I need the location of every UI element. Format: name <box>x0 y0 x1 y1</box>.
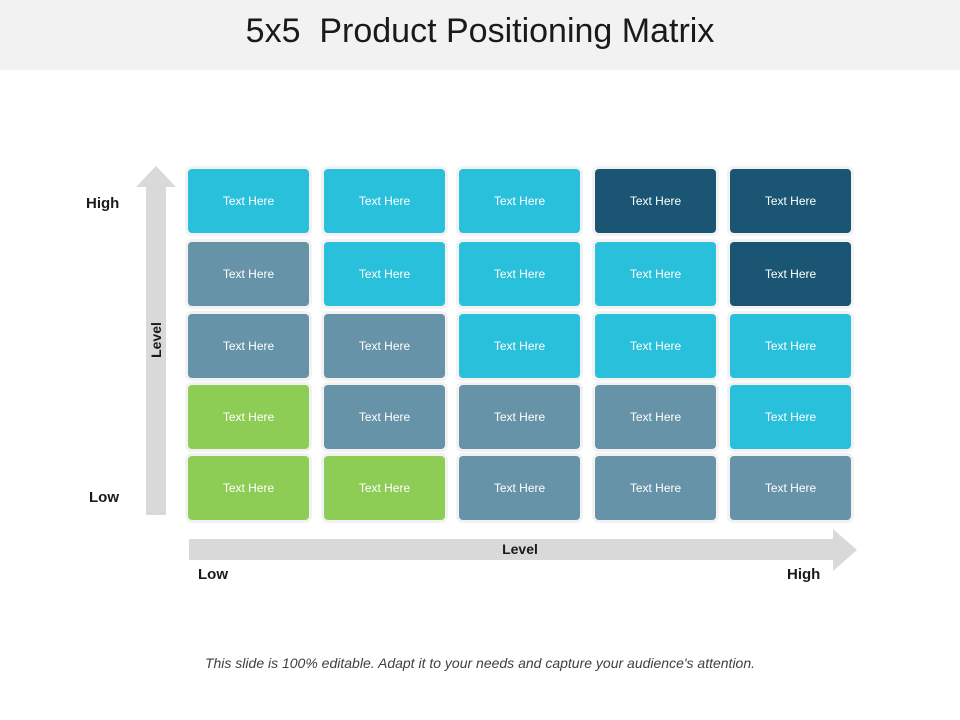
matrix-cell-r3-c5: Text Here <box>730 314 851 378</box>
y-axis-arrow-head <box>136 166 176 187</box>
y-axis-arrow <box>146 185 166 515</box>
matrix-cell-r5-c5: Text Here <box>730 456 851 520</box>
matrix-cell-r4-c1: Text Here <box>188 385 309 449</box>
slide-title: 5x5 Product Positioning Matrix <box>245 12 715 50</box>
y-axis-label: Level <box>148 322 164 358</box>
matrix-cell-r5-c4: Text Here <box>595 456 716 520</box>
matrix-cell-r2-c1: Text Here <box>188 242 309 306</box>
x-axis-high-label: High <box>787 566 821 583</box>
matrix-cell-r1-c5: Text Here <box>730 169 851 233</box>
x-axis-arrow <box>189 539 835 560</box>
matrix-cell-r5-c1: Text Here <box>188 456 309 520</box>
matrix-cell-r3-c4: Text Here <box>595 314 716 378</box>
matrix-cell-r1-c4: Text Here <box>595 169 716 233</box>
matrix-cell-r2-c3: Text Here <box>459 242 580 306</box>
matrix-cell-r1-c3: Text Here <box>459 169 580 233</box>
matrix-cell-r5-c3: Text Here <box>459 456 580 520</box>
matrix-cell-r3-c3: Text Here <box>459 314 580 378</box>
matrix-cell-r4-c3: Text Here <box>459 385 580 449</box>
x-axis-label: Level <box>502 541 538 557</box>
matrix-cell-r5-c2: Text Here <box>324 456 445 520</box>
x-axis-low-label: Low <box>198 566 228 583</box>
title-bar <box>0 0 960 70</box>
matrix-cell-r2-c4: Text Here <box>595 242 716 306</box>
y-axis-high-label: High <box>86 195 120 212</box>
matrix-cell-r2-c5: Text Here <box>730 242 851 306</box>
matrix-cell-r2-c2: Text Here <box>324 242 445 306</box>
x-axis-arrow-head <box>833 529 857 571</box>
matrix-cell-r4-c2: Text Here <box>324 385 445 449</box>
y-axis-low-label: Low <box>89 489 119 506</box>
footer-note: This slide is 100% editable. Adapt it to… <box>204 655 756 671</box>
matrix-cell-r4-c4: Text Here <box>595 385 716 449</box>
matrix-cell-r3-c2: Text Here <box>324 314 445 378</box>
matrix-cell-r1-c2: Text Here <box>324 169 445 233</box>
matrix-cell-r1-c1: Text Here <box>188 169 309 233</box>
matrix-cell-r3-c1: Text Here <box>188 314 309 378</box>
matrix-cell-r4-c5: Text Here <box>730 385 851 449</box>
